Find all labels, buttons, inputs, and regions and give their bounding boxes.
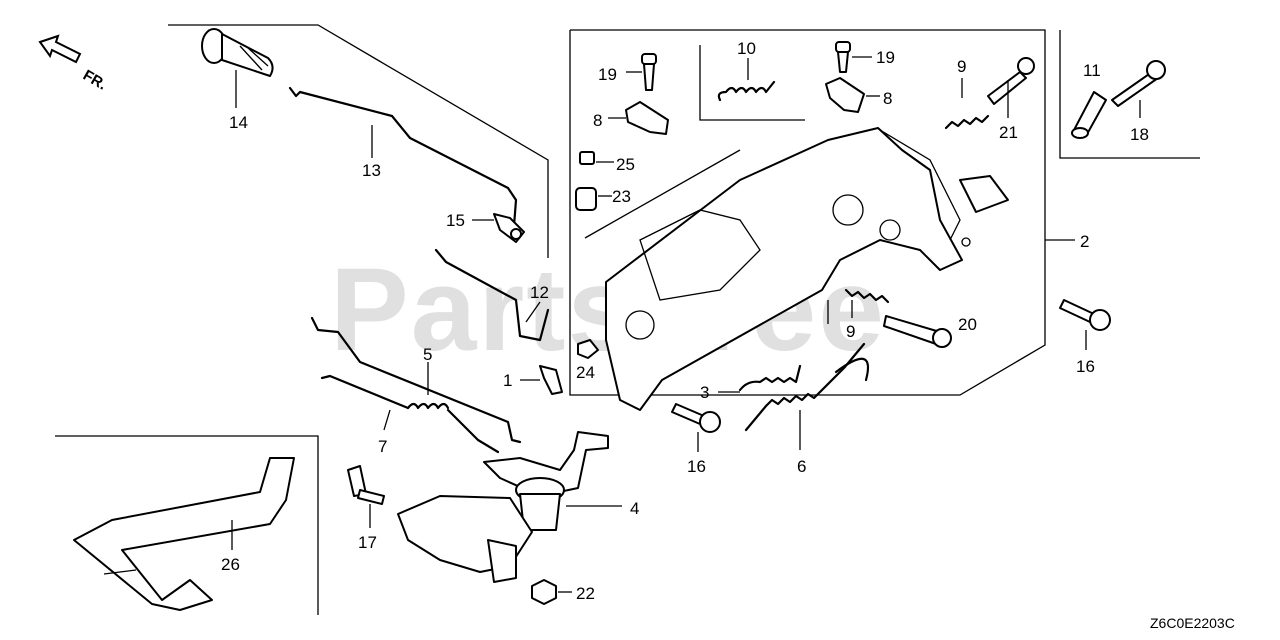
callout-11: 11: [1083, 61, 1101, 80]
part-13-rod: [288, 86, 518, 228]
callout-25: 25: [616, 155, 635, 174]
callout-26: 26: [221, 555, 240, 574]
callout-1: 1: [503, 371, 512, 390]
callout-2: 2: [1080, 232, 1089, 251]
callout-3: 3: [700, 383, 709, 402]
callout-19-left: 19: [598, 65, 617, 84]
callout-20: 20: [958, 315, 977, 334]
part-9-spring-bottom: [844, 288, 890, 318]
part-19-bolt-right: [835, 41, 872, 73]
part-24-nut: [577, 339, 599, 359]
callout-21: 21: [999, 123, 1018, 142]
callout-22: 22: [576, 584, 595, 603]
part-8-clip-left: [608, 101, 669, 135]
callout-10: 10: [737, 39, 756, 58]
callout-23: 23: [612, 187, 631, 206]
part-22-nut: [531, 579, 572, 605]
part-18-bolt: [1111, 60, 1166, 118]
callout-15: 15: [446, 211, 465, 230]
part-14-knob: [201, 28, 274, 108]
lower-lever-plate: [397, 495, 533, 583]
direction-label: FR.: [80, 67, 109, 94]
part-16-bolt-left: [671, 403, 721, 452]
part-19-bolt-left: [626, 53, 657, 91]
callout-16-left: 16: [687, 457, 706, 476]
part-17-bolt: [347, 465, 385, 528]
callout-17: 17: [358, 533, 377, 552]
callout-labels: 1 2 3 4 5 6 7 8 8 9 9 10 11 12 13 14 15 …: [221, 39, 1149, 603]
callout-8-left: 8: [593, 111, 602, 130]
callout-9-top: 9: [957, 57, 966, 76]
group-boundaries: [55, 24, 1200, 615]
part-9-spring-top: [944, 78, 990, 130]
part-5-rod: [310, 316, 522, 444]
part-8-clip-right: [825, 77, 880, 113]
part-2-bracket: [605, 127, 1009, 411]
callout-18: 18: [1130, 125, 1149, 144]
part-1-clip: [520, 365, 563, 395]
callout-9-bottom: 9: [846, 322, 855, 341]
part-23-nut: [575, 187, 612, 211]
callout-5: 5: [423, 345, 432, 364]
part-6-spring: [744, 342, 870, 450]
part-25-bolt: [579, 151, 614, 165]
part-4-lever-assembly: [483, 431, 622, 531]
part-11-sleeve: [1071, 91, 1107, 139]
part-10-spring: [717, 58, 776, 102]
callout-7: 7: [378, 437, 387, 456]
part-15-clip: [472, 213, 525, 243]
callout-4: 4: [630, 499, 639, 518]
callout-8-right: 8: [883, 89, 892, 108]
part-20-bolt: [883, 315, 952, 348]
part-26-bracket: [73, 457, 295, 611]
callout-14: 14: [229, 113, 248, 132]
callout-6: 6: [797, 457, 806, 476]
diagram-code: Z6C0E2203C: [1150, 615, 1235, 631]
callout-13: 13: [362, 161, 381, 180]
part-7-spring-rod: [320, 374, 500, 454]
front-direction-arrow-icon: FR.: [38, 34, 109, 94]
callout-19-right: 19: [876, 48, 895, 67]
part-16-bolt-right: [1059, 299, 1111, 350]
callout-16-right: 16: [1076, 357, 1095, 376]
part-12-rod: [434, 248, 550, 342]
part-3-spring: [718, 364, 802, 393]
callout-12: 12: [530, 283, 549, 302]
callout-24: 24: [576, 363, 595, 382]
part-21-bolt: [987, 57, 1035, 118]
